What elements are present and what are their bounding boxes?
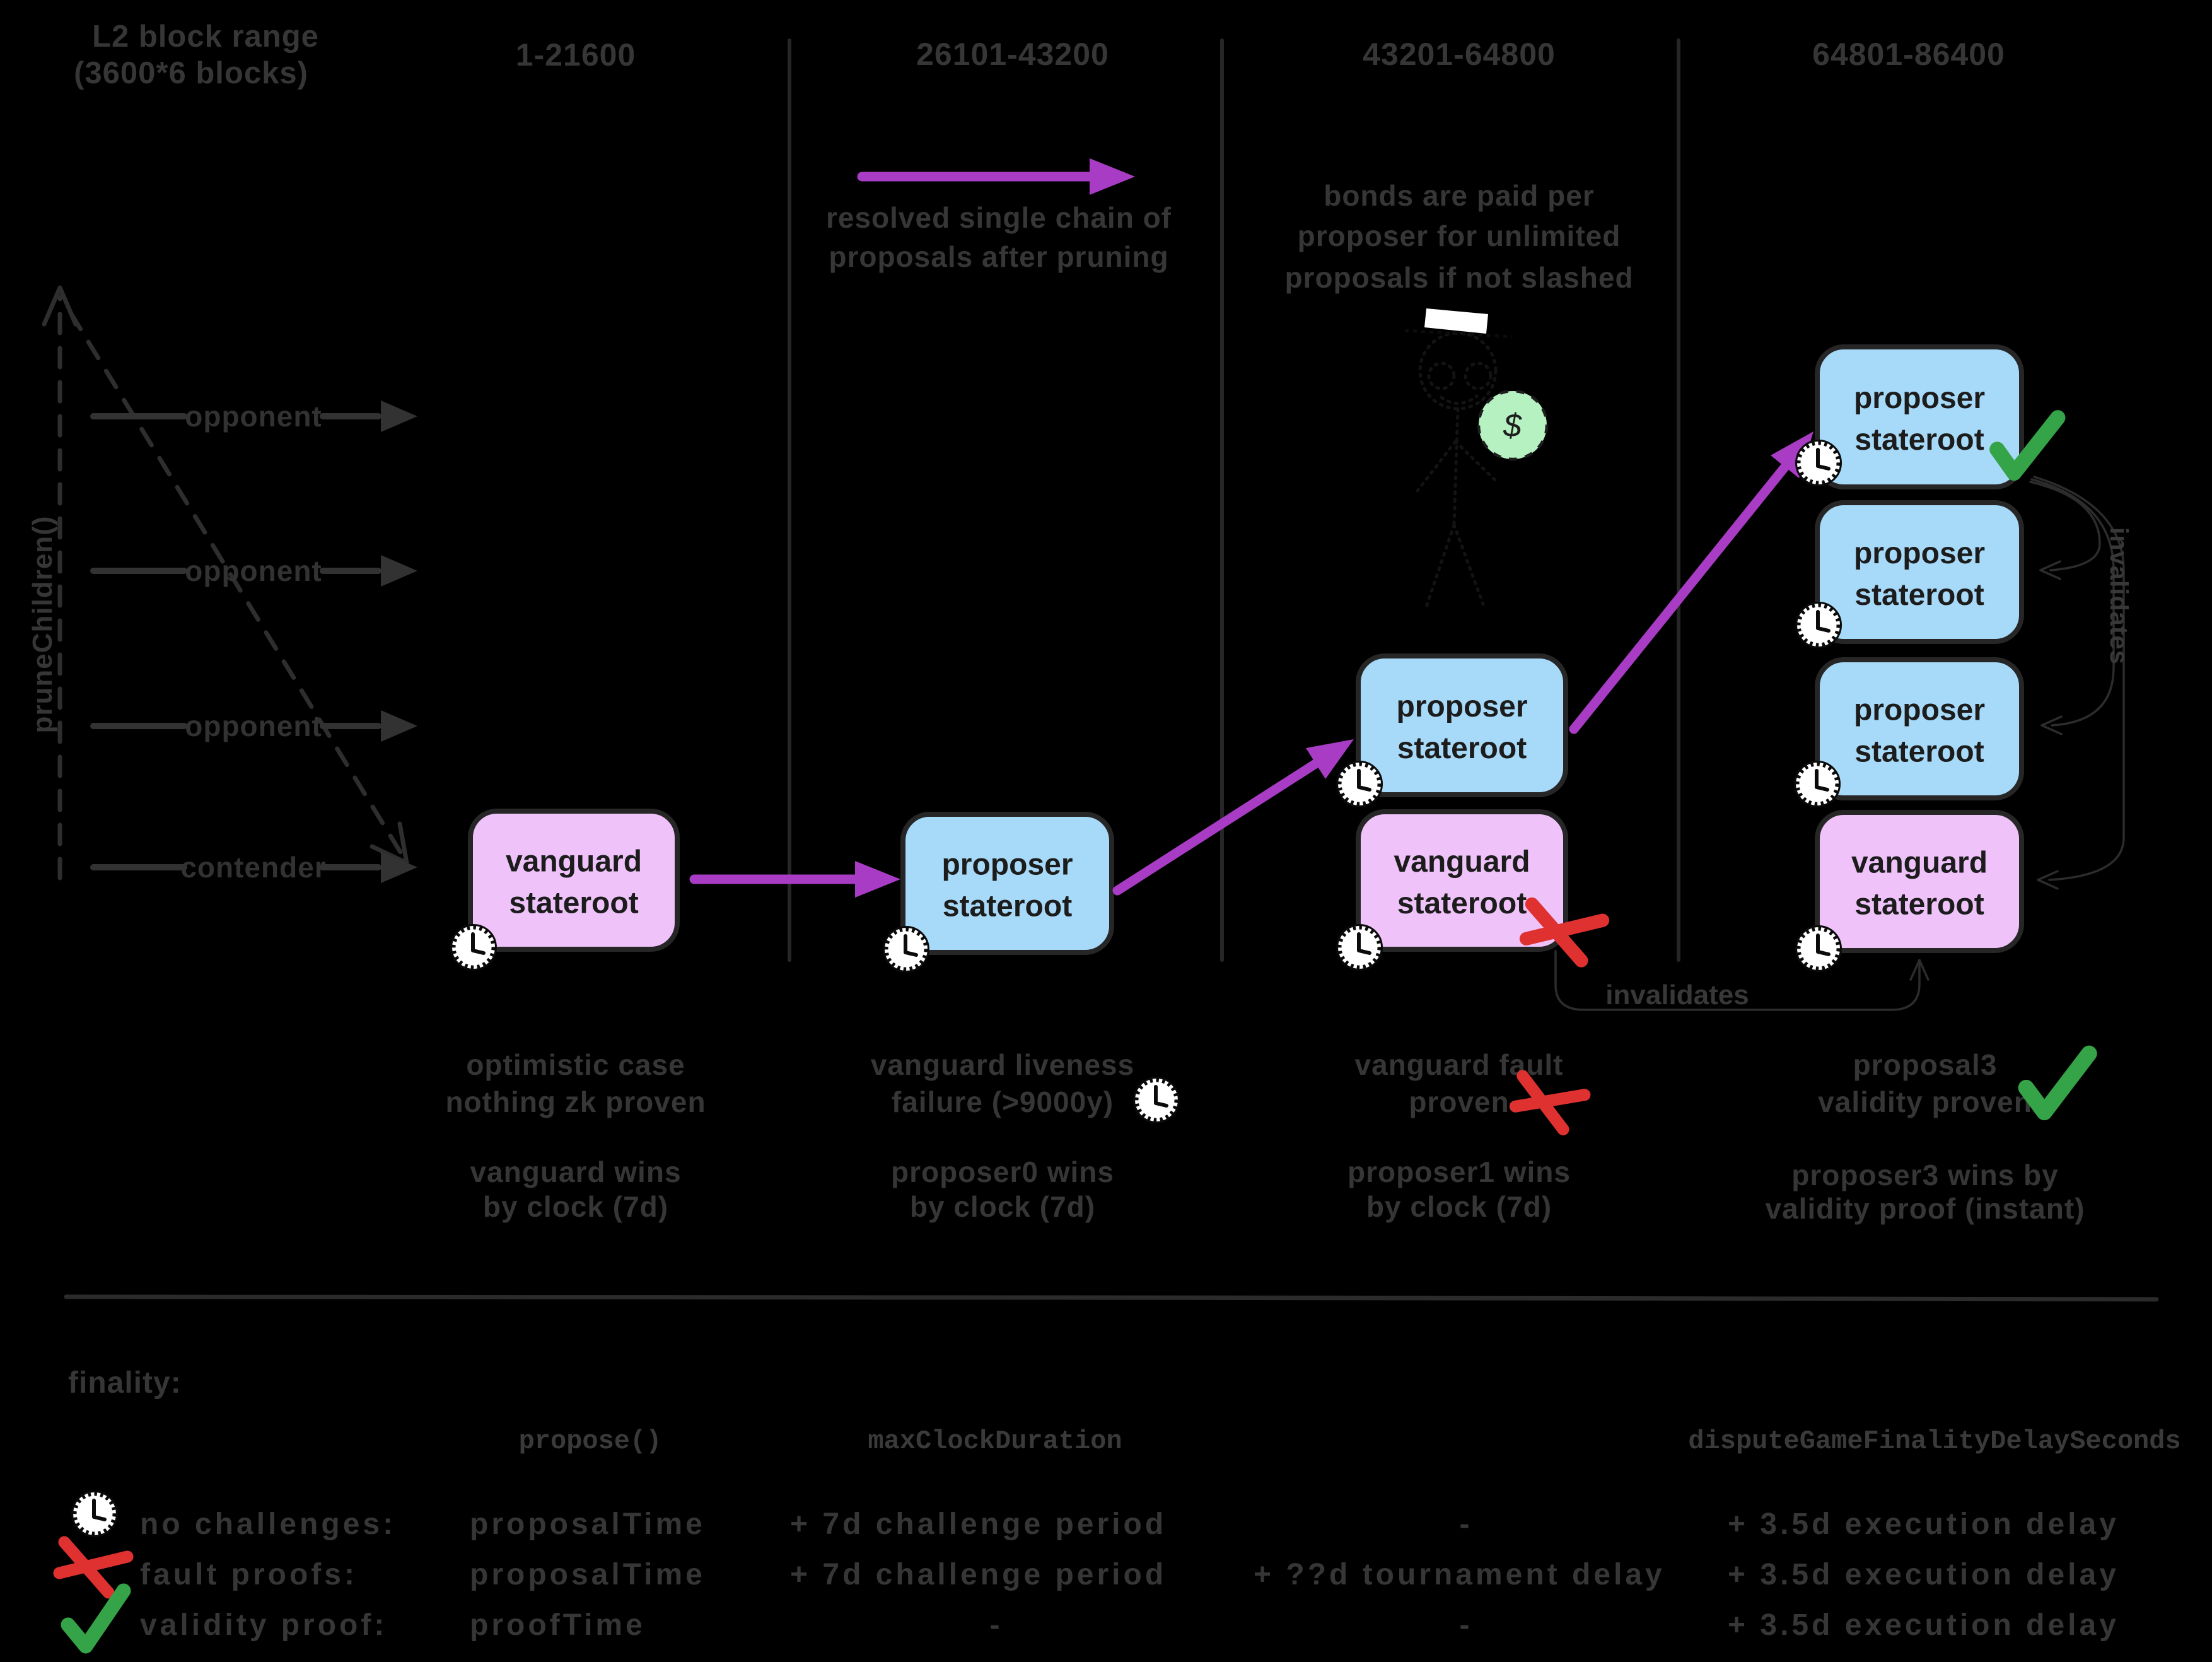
svg-text:invalidates: invalidates bbox=[2105, 527, 2133, 665]
svg-text:proposer: proposer bbox=[1396, 690, 1527, 723]
svg-text:bonds are paid per: bonds are paid per bbox=[1324, 179, 1595, 212]
svg-text:+ 3.5d execution delay: + 3.5d execution delay bbox=[1728, 1558, 2119, 1591]
svg-text:L2 block range: L2 block range bbox=[92, 20, 319, 54]
svg-text:stateroot: stateroot bbox=[943, 890, 1072, 923]
svg-text:proofTime: proofTime bbox=[470, 1608, 646, 1642]
svg-text:resolved single chain of: resolved single chain of bbox=[826, 201, 1172, 234]
svg-text:proposals after pruning: proposals after pruning bbox=[829, 240, 1168, 273]
svg-text:finality:: finality: bbox=[68, 1366, 182, 1400]
svg-text:(3600*6 blocks): (3600*6 blocks) bbox=[74, 56, 308, 90]
svg-text:proposer: proposer bbox=[941, 848, 1073, 882]
svg-text:pruneChildren(): pruneChildren() bbox=[27, 516, 58, 734]
svg-text:vanguard: vanguard bbox=[506, 845, 642, 879]
svg-text:64801-86400: 64801-86400 bbox=[1812, 37, 2005, 72]
svg-text:proposer: proposer bbox=[1854, 382, 1985, 415]
svg-text:+ ??d tournament delay: + ??d tournament delay bbox=[1254, 1558, 1665, 1591]
svg-text:-: - bbox=[1460, 1507, 1470, 1541]
svg-text:vanguard liveness: vanguard liveness bbox=[871, 1048, 1134, 1081]
svg-text:stateroot: stateroot bbox=[1397, 887, 1527, 920]
svg-text:contender: contender bbox=[180, 851, 326, 884]
svg-text:no challenges:: no challenges: bbox=[140, 1507, 396, 1541]
svg-text:by clock (7d): by clock (7d) bbox=[1366, 1190, 1552, 1223]
svg-text:stateroot: stateroot bbox=[509, 887, 638, 920]
svg-text:stateroot: stateroot bbox=[1854, 423, 1984, 457]
svg-text:+ 3.5d execution delay: + 3.5d execution delay bbox=[1728, 1608, 2119, 1642]
svg-text:validity proof:: validity proof: bbox=[140, 1608, 387, 1642]
svg-text:-: - bbox=[990, 1608, 1001, 1642]
svg-text:stateroot: stateroot bbox=[1854, 735, 1984, 769]
svg-text:stateroot: stateroot bbox=[1854, 888, 1984, 922]
svg-text:failure (>9000y): failure (>9000y) bbox=[892, 1086, 1114, 1118]
svg-text:proposalTime: proposalTime bbox=[470, 1558, 706, 1591]
svg-text:43201-64800: 43201-64800 bbox=[1363, 37, 1556, 72]
svg-text:vanguard wins: vanguard wins bbox=[470, 1156, 681, 1188]
svg-text:proposals if not slashed: proposals if not slashed bbox=[1284, 261, 1633, 294]
svg-text:proposal3: proposal3 bbox=[1853, 1048, 1998, 1081]
svg-text:invalidates: invalidates bbox=[1605, 980, 1749, 1010]
svg-text:validity proven: validity proven bbox=[1818, 1086, 2032, 1118]
svg-text:proposer1 wins: proposer1 wins bbox=[1348, 1156, 1571, 1188]
svg-text:validity proof (instant): validity proof (instant) bbox=[1766, 1192, 2085, 1225]
svg-text:vanguard fault: vanguard fault bbox=[1355, 1048, 1564, 1081]
svg-text:proposer3 wins by: proposer3 wins by bbox=[1791, 1159, 2058, 1191]
svg-text:nothing zk proven: nothing zk proven bbox=[445, 1086, 706, 1118]
svg-text:proven: proven bbox=[1409, 1086, 1509, 1118]
svg-text:stateroot: stateroot bbox=[1397, 732, 1527, 765]
svg-text:opponent: opponent bbox=[185, 400, 322, 433]
svg-text:fault proofs:: fault proofs: bbox=[140, 1558, 358, 1591]
svg-text:$: $ bbox=[1503, 407, 1522, 444]
svg-text:maxClockDuration: maxClockDuration bbox=[868, 1426, 1122, 1456]
svg-text:stateroot: stateroot bbox=[1854, 578, 1984, 612]
svg-text:vanguard: vanguard bbox=[1851, 846, 1988, 880]
svg-text:optimistic case: optimistic case bbox=[466, 1048, 685, 1081]
svg-text:+ 3.5d execution delay: + 3.5d execution delay bbox=[1728, 1507, 2119, 1541]
svg-text:opponent: opponent bbox=[185, 554, 322, 587]
svg-text:proposer: proposer bbox=[1854, 537, 1985, 570]
svg-text:1-21600: 1-21600 bbox=[516, 37, 636, 73]
svg-text:26101-43200: 26101-43200 bbox=[916, 37, 1109, 72]
svg-text:opponent: opponent bbox=[185, 710, 322, 742]
svg-text:disputeGameFinalityDelaySecond: disputeGameFinalityDelaySeconds bbox=[1688, 1426, 2180, 1456]
svg-text:proposalTime: proposalTime bbox=[470, 1507, 706, 1541]
svg-text:by clock (7d): by clock (7d) bbox=[483, 1190, 668, 1223]
svg-text:proposer0 wins: proposer0 wins bbox=[891, 1156, 1114, 1188]
svg-text:vanguard: vanguard bbox=[1394, 845, 1530, 879]
svg-text:by clock (7d): by clock (7d) bbox=[910, 1190, 1095, 1223]
svg-text:propose(): propose() bbox=[519, 1426, 662, 1456]
svg-text:-: - bbox=[1460, 1608, 1470, 1642]
svg-text:proposer: proposer bbox=[1854, 694, 1985, 727]
svg-text:+ 7d challenge period: + 7d challenge period bbox=[790, 1558, 1167, 1591]
svg-text:proposer for unlimited: proposer for unlimited bbox=[1298, 219, 1621, 252]
svg-text:+ 7d challenge period: + 7d challenge period bbox=[790, 1507, 1167, 1541]
